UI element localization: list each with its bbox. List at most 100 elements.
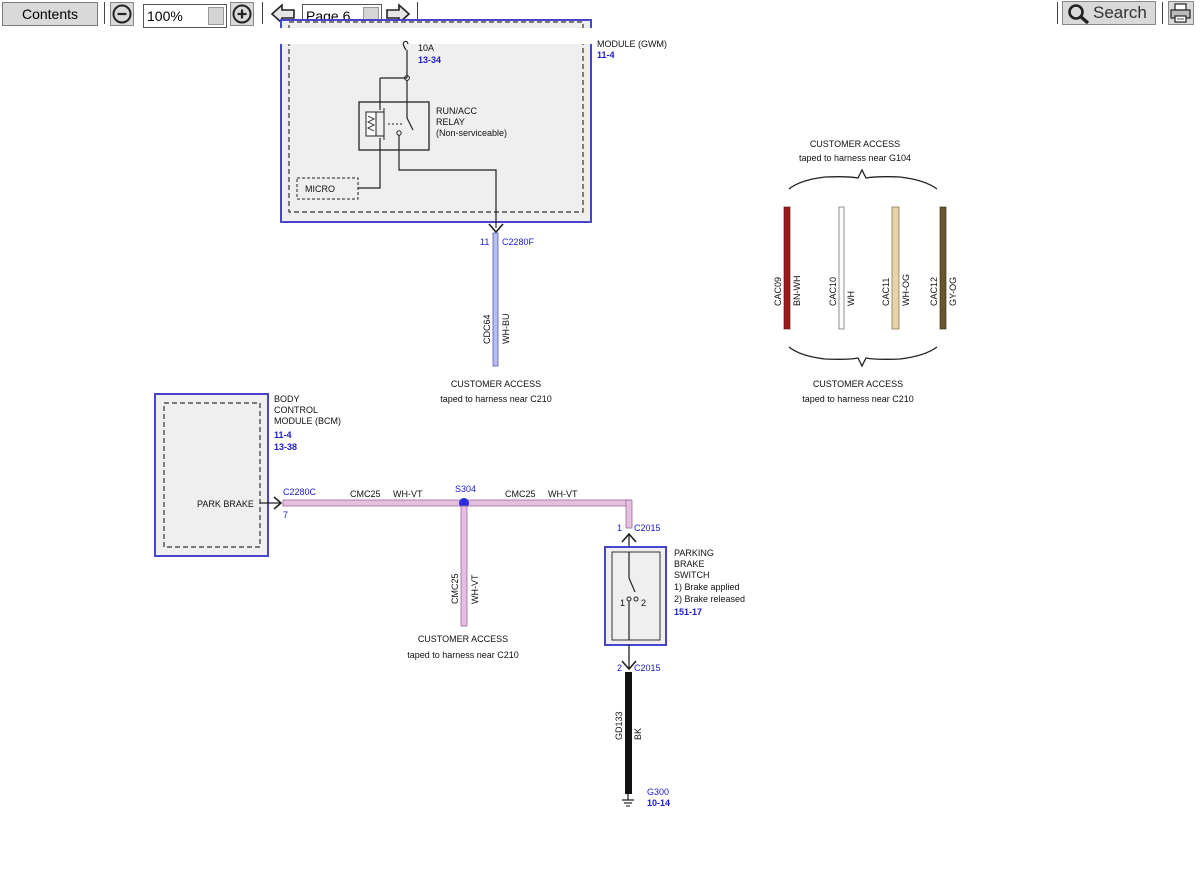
fuse-amp: 10A [418,43,434,53]
wire-circuit: CDC64 [482,314,492,344]
toolbar-separator [417,2,418,24]
wire-color: WH [846,291,856,306]
fuse-symbol [402,40,409,51]
wire-cac12 [939,206,947,330]
wire-circuit: CMC25 [350,489,381,499]
switch-inner [611,551,661,641]
zoom-field[interactable]: 100% [143,4,227,28]
printer-icon [1170,3,1191,23]
wire-cmc25-drop [625,499,633,529]
zoom-out-button[interactable] [110,2,134,26]
bcm-name: CONTROL [274,405,318,415]
bcm-ref: 11-4 [274,430,292,440]
relay-output-wire [398,135,497,228]
access-bottom-note: taped to harness near C210 [802,394,914,404]
wire-cac10 [838,206,845,330]
switch-terminal [633,596,639,602]
zoom-value: 100% [147,8,183,24]
ground-icon [622,799,634,807]
bcm-ref: 13-38 [274,442,297,452]
wire-circuit: CMC25 [450,573,460,604]
wire-color: WH-OG [901,274,911,306]
contents-button[interactable]: Contents [2,2,98,26]
search-label: Search [1093,3,1147,22]
relay-coil-wind [366,115,376,132]
micro-label: MICRO [305,184,335,194]
connector-arrow-icon [621,660,637,671]
clip-mask [270,28,610,44]
wire-cdc64-line [492,232,499,367]
access-title: CUSTOMER ACCESS [451,379,541,389]
wire-cmc25: CMC25 WH-VT CMC25 WH-VT S304 [282,484,633,529]
switch-name: SWITCH [674,570,710,580]
wire-circuit: CAC11 [881,278,891,306]
wire-cmc25-branch: CMC25 WH-VT CUSTOMER ACCESS taped to har… [407,505,519,660]
wire-color: WH-VT [470,574,480,604]
branch-line [460,505,468,627]
wire-circuit: CMC25 [505,489,536,499]
toolbar-separator [1162,2,1163,24]
top-module-name: MODULE (GWM) [597,39,667,49]
ground-ref: 10-14 [647,798,670,808]
parking-brake-switch: 1 C2015 1 2 PARKING BRAKE SWITCH 1) Brak… [604,523,745,673]
relay-box [358,101,430,151]
bcm-connector: C2280C [283,487,317,497]
micro-wire [358,138,381,189]
relay-name: RUN/ACC [436,106,478,116]
wire-gd133-line [625,672,632,794]
print-button[interactable] [1168,1,1194,25]
ground-name: G300 [647,787,669,797]
connector-arrow-icon [488,223,504,234]
zoom-dropdown-icon[interactable] [208,7,224,25]
wire-color: WH-BU [501,314,511,345]
bcm-module: BODY CONTROL MODULE (BCM) 11-4 13-38 PAR… [154,393,341,557]
wire-color: BN-WH [792,276,802,307]
toolbar-separator [262,2,263,24]
magnifier-icon [1068,4,1090,24]
relay-contact [406,117,414,131]
zoom-in-button[interactable] [230,2,254,26]
switch-box [604,546,667,646]
relay-word: RELAY [436,117,465,127]
wire-color: WH-VT [548,489,578,499]
access-top-note: taped to harness near G104 [799,153,911,163]
connector-arrow-icon [273,496,283,510]
access-top-title: CUSTOMER ACCESS [810,139,900,149]
wire-color: BK [633,728,643,740]
zoom-in-icon [232,4,252,24]
bcm-name: MODULE (BCM) [274,416,341,426]
wire-cac09 [783,206,791,330]
relay-note: (Non-serviceable) [436,128,507,138]
wire-circuit: CAC10 [828,277,838,306]
wire-cmc25-line [282,499,632,507]
bcm-inner [163,402,261,548]
brace-top [788,168,938,190]
splice-dot [459,498,469,508]
access-note: taped to harness near C210 [407,650,519,660]
wire-color: GY-OG [948,277,958,306]
top-module-ref: 11-4 [597,50,615,60]
top-module: MODULE (GWM) 11-4 10A 13-34 RUN/ACC RELA… [270,19,667,234]
switch-contact: 2 [641,598,646,608]
switch-position: 1) Brake applied [674,582,740,592]
top-module-box [280,19,592,223]
wire-pin: 11 [480,237,489,247]
top-module-inner [288,21,584,213]
park-brake-label: PARK BRAKE [197,499,254,509]
splice-label: S304 [455,484,476,494]
switch-blade [628,577,636,593]
search-button[interactable]: Search [1062,1,1156,25]
access-title: CUSTOMER ACCESS [418,634,508,644]
wire-connector: C2280F [502,237,535,247]
brace-bottom [788,346,938,368]
toolbar-separator [1057,2,1058,24]
ground-circuit: GD133 BK G300 10-14 [614,672,670,808]
access-bottom-title: CUSTOMER ACCESS [813,379,903,389]
bcm-pin: 7 [283,510,288,520]
customer-access-group: CUSTOMER ACCESS taped to harness near G1… [773,139,958,404]
switch-pin: 2 [617,663,622,673]
switch-name: BRAKE [674,559,705,569]
switch-pin: 1 [617,523,622,533]
fuse-ref: 13-34 [418,55,441,65]
